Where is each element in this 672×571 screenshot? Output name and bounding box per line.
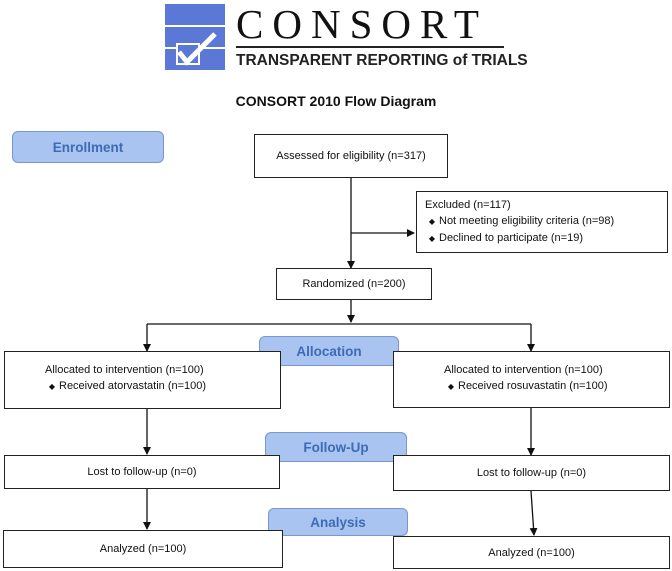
stage-analysis: Analysis: [268, 508, 408, 536]
stage-followup: Follow-Up: [265, 432, 407, 462]
left-followup-box: Lost to follow-up (n=0): [4, 455, 280, 489]
stage-allocation: Allocation: [259, 336, 399, 366]
logo-tagline: TRANSPARENT REPORTING of TRIALS: [236, 52, 528, 69]
left-allocation-box: Allocated to intervention (n=100) ◆Recei…: [4, 351, 281, 409]
excluded-box: Excluded (n=117) ◆Not meeting eligibilit…: [416, 191, 668, 253]
bullet-icon: ◆: [447, 382, 455, 391]
left-received-item: ◆Received atorvastatin (n=100): [45, 378, 280, 395]
right-allocation-box: Allocated to intervention (n=100) ◆Recei…: [393, 351, 670, 408]
logo-divider: [236, 46, 504, 48]
assessed-box: Assessed for eligibility (n=317): [254, 134, 448, 178]
excluded-title: Excluded (n=117): [425, 199, 511, 211]
diagram-title: CONSORT 2010 Flow Diagram: [235, 93, 437, 109]
right-analysis-box: Analyzed (n=100): [393, 536, 670, 569]
stage-enrollment: Enrollment: [12, 131, 164, 163]
bullet-icon: ◆: [428, 217, 436, 226]
logo-wordmark: CONSORT: [236, 1, 488, 47]
randomized-box: Randomized (n=200): [276, 268, 432, 300]
bullet-icon: ◆: [48, 382, 56, 391]
excluded-item: ◆Not meeting eligibility criteria (n=98): [425, 213, 659, 230]
left-allocated-text: Allocated to intervention (n=100): [45, 364, 204, 376]
right-received-item: ◆Received rosuvastatin (n=100): [444, 378, 669, 395]
right-followup-box: Lost to follow-up (n=0): [393, 455, 670, 491]
left-analysis-box: Analyzed (n=100): [3, 530, 283, 568]
consort-logo-mark: [165, 4, 225, 70]
bullet-icon: ◆: [428, 234, 436, 243]
excluded-item: ◆Declined to participate (n=19): [425, 230, 659, 247]
right-allocated-text: Allocated to intervention (n=100): [444, 364, 603, 376]
